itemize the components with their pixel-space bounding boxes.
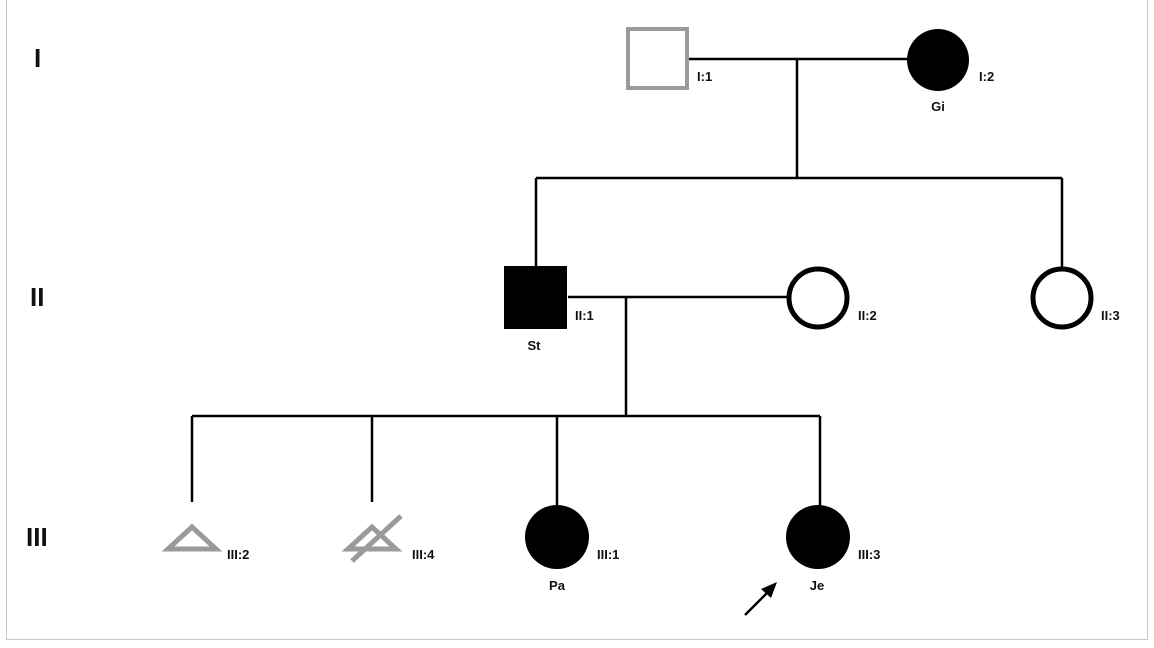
individual-iii1[interactable]: III:1 Pa — [525, 505, 619, 593]
female-unaffected-symbol — [1030, 266, 1094, 330]
individual-iii3[interactable]: III:3 Je — [744, 505, 880, 616]
individual-name-label: Je — [810, 578, 824, 593]
individual-ii2[interactable]: II:2 — [786, 266, 877, 330]
individual-id-label: I:1 — [697, 69, 712, 84]
individual-ii3[interactable]: II:3 — [1030, 266, 1120, 330]
individual-name-label: Gi — [931, 99, 945, 114]
individual-iii4[interactable]: III:4 — [341, 514, 435, 563]
male-unaffected-symbol — [626, 27, 689, 90]
individual-id-label: II:1 — [575, 308, 594, 323]
deceased-slash — [350, 514, 403, 563]
individual-ii1[interactable]: II:1 St — [504, 266, 594, 353]
pregnancy-loss-symbol — [161, 523, 223, 552]
individual-iii2[interactable]: III:2 — [161, 523, 249, 562]
generation-label-iii: III — [26, 522, 48, 552]
individual-id-label: II:2 — [858, 308, 877, 323]
female-affected-symbol — [525, 505, 589, 569]
individual-id-label: III:2 — [227, 547, 249, 562]
female-affected-symbol — [786, 505, 850, 569]
individual-id-label: III:1 — [597, 547, 619, 562]
generation-label-ii: II — [30, 282, 44, 312]
individual-id-label: II:3 — [1101, 308, 1120, 323]
proband-arrow-icon — [744, 582, 777, 616]
individual-id-label: III:4 — [412, 547, 435, 562]
female-affected-symbol — [907, 29, 969, 91]
female-unaffected-symbol — [786, 266, 850, 330]
individual-id-label: III:3 — [858, 547, 880, 562]
individual-id-label: I:2 — [979, 69, 994, 84]
individual-i1[interactable]: I:1 — [626, 27, 712, 90]
individual-name-label: St — [528, 338, 542, 353]
generation-label-i: I — [34, 43, 41, 73]
male-affected-symbol — [504, 266, 567, 329]
pregnancy-loss-symbol — [341, 523, 403, 552]
individual-i2[interactable]: I:2 Gi — [907, 29, 994, 114]
pedigree-lines — [190, 57, 1064, 507]
individual-name-label: Pa — [549, 578, 566, 593]
